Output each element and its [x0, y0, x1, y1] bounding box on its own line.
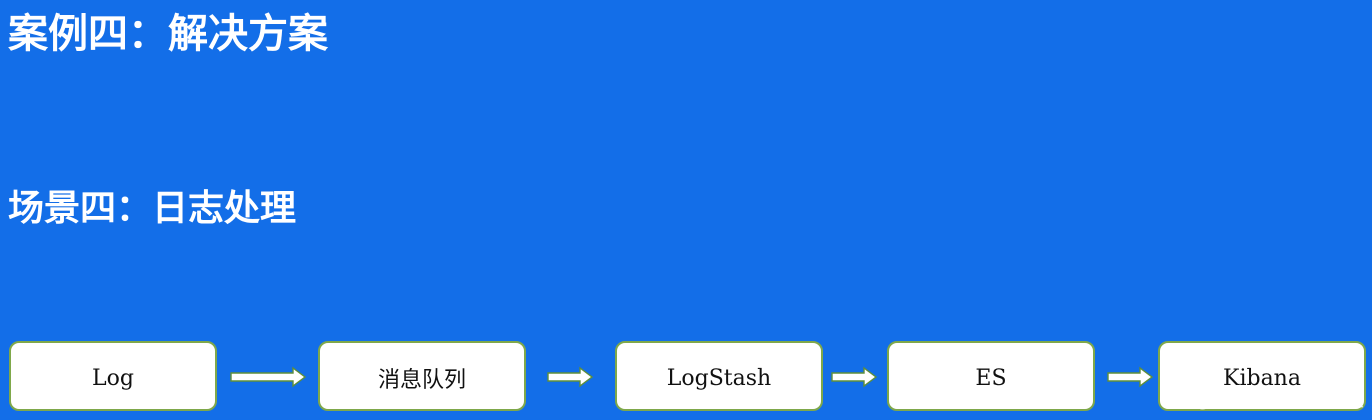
arrow-icon	[230, 366, 307, 388]
node-logstash-label: LogStash	[666, 365, 772, 391]
node-log: Log	[9, 341, 217, 411]
flow-arrow-3	[830, 366, 878, 388]
page-title: 案例四：解决方案	[8, 11, 328, 57]
arrow-icon	[831, 366, 878, 388]
node-kibana: Kibana	[1158, 341, 1366, 411]
node-es: ES	[887, 341, 1095, 411]
node-log-label: Log	[92, 365, 134, 391]
node-kibana-label: Kibana	[1223, 365, 1301, 391]
scenario-heading: 场景四：日志处理	[8, 188, 297, 229]
flow-arrow-1	[229, 366, 307, 388]
node-es-label: ES	[975, 365, 1007, 391]
watermark-label: @稀土掘金技术社区	[1192, 389, 1364, 411]
arrow-icon	[547, 366, 594, 388]
node-logstash: LogStash	[615, 341, 823, 411]
node-message-queue: 消息队列	[318, 341, 526, 411]
flow-arrow-4	[1106, 366, 1154, 388]
flow-arrow-2	[546, 366, 594, 388]
arrow-icon	[1107, 366, 1154, 388]
node-message-queue-label: 消息队列	[377, 368, 466, 393]
